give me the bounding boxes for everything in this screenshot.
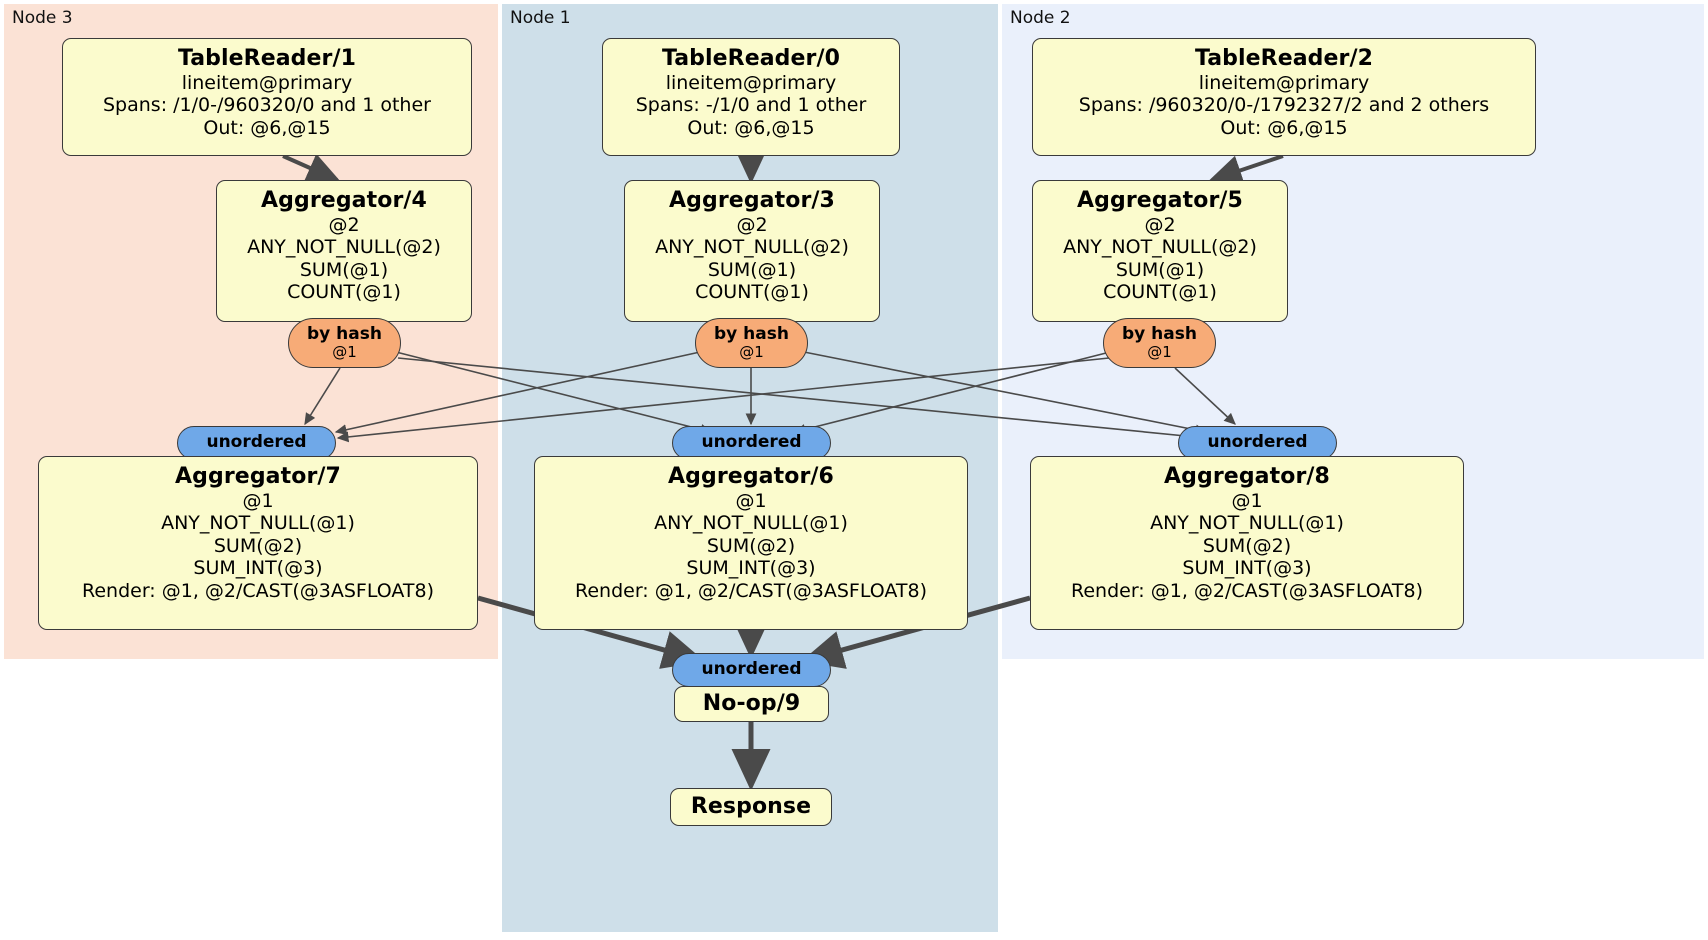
processor-detail-line: SUM_INT(@3) [1182, 557, 1312, 580]
router-label: by hash [714, 324, 789, 345]
processor-response[interactable]: Response [670, 788, 832, 826]
processor-title: No-op/9 [702, 691, 801, 716]
node-region-label: Node 1 [510, 8, 571, 28]
processor-aggregator-5[interactable]: Aggregator/5 @2 ANY_NOT_NULL(@2) SUM(@1)… [1032, 180, 1288, 322]
processor-title: Aggregator/8 [1164, 464, 1330, 489]
processor-detail-line: SUM(@1) [1115, 258, 1205, 281]
processor-tablereader-2[interactable]: TableReader/2 lineitem@primary Spans: /9… [1032, 38, 1536, 156]
processor-detail-line: lineitem@primary [181, 71, 353, 94]
processor-detail-line: SUM(@1) [299, 258, 389, 281]
processor-detail-line: @1 [1231, 489, 1263, 512]
processor-detail-line: Out: @6,@15 [1220, 116, 1348, 139]
processor-detail-line: Out: @6,@15 [687, 116, 815, 139]
processor-detail-line: lineitem@primary [665, 71, 837, 94]
processor-detail-line: SUM_INT(@3) [686, 557, 816, 580]
output-router-by-hash-right[interactable]: by hash @1 [1103, 318, 1216, 368]
input-synchronizer-unordered-center[interactable]: unordered [672, 426, 831, 460]
processor-detail-line: SUM_INT(@3) [193, 557, 323, 580]
processor-title: Aggregator/7 [175, 464, 341, 489]
synchronizer-label: unordered [206, 432, 307, 453]
processor-title: Response [690, 794, 812, 819]
processor-detail-line: SUM(@2) [213, 534, 303, 557]
processor-detail-line: COUNT(@1) [695, 281, 809, 304]
processor-detail-line: lineitem@primary [1198, 71, 1370, 94]
processor-detail-line: Render: @1, @2/CAST(@3ASFLOAT8) [575, 579, 927, 602]
processor-aggregator-6[interactable]: Aggregator/6 @1 ANY_NOT_NULL(@1) SUM(@2)… [534, 456, 968, 630]
processor-title: Aggregator/5 [1077, 188, 1243, 213]
output-router-by-hash-center[interactable]: by hash @1 [695, 318, 808, 368]
input-synchronizer-unordered-left[interactable]: unordered [177, 426, 336, 460]
processor-detail-line: SUM(@2) [706, 534, 796, 557]
processor-detail-line: @2 [1144, 213, 1176, 236]
processor-title: Aggregator/3 [669, 188, 835, 213]
router-sublabel: @1 [1147, 343, 1172, 362]
processor-detail-line: ANY_NOT_NULL(@2) [247, 236, 441, 259]
router-sublabel: @1 [739, 343, 764, 362]
processor-detail-line: @2 [736, 213, 768, 236]
processor-aggregator-3[interactable]: Aggregator/3 @2 ANY_NOT_NULL(@2) SUM(@1)… [624, 180, 880, 322]
processor-title: TableReader/0 [661, 46, 841, 71]
processor-detail-line: ANY_NOT_NULL(@1) [1150, 512, 1344, 535]
processor-tablereader-1[interactable]: TableReader/1 lineitem@primary Spans: /1… [62, 38, 472, 156]
processor-aggregator-8[interactable]: Aggregator/8 @1 ANY_NOT_NULL(@1) SUM(@2)… [1030, 456, 1464, 630]
processor-detail-line: Spans: -/1/0 and 1 other [635, 94, 867, 117]
processor-detail-line: ANY_NOT_NULL(@1) [654, 512, 848, 535]
processor-detail-line: Out: @6,@15 [203, 116, 331, 139]
processor-detail-line: Render: @1, @2/CAST(@3ASFLOAT8) [1071, 579, 1423, 602]
processor-title: TableReader/1 [177, 46, 357, 71]
processor-aggregator-7[interactable]: Aggregator/7 @1 ANY_NOT_NULL(@1) SUM(@2)… [38, 456, 478, 630]
processor-detail-line: Render: @1, @2/CAST(@3ASFLOAT8) [82, 579, 434, 602]
processor-detail-line: COUNT(@1) [287, 281, 401, 304]
node-region-label: Node 3 [12, 8, 73, 28]
processor-tablereader-0[interactable]: TableReader/0 lineitem@primary Spans: -/… [602, 38, 900, 156]
processor-aggregator-4[interactable]: Aggregator/4 @2 ANY_NOT_NULL(@2) SUM(@1)… [216, 180, 472, 322]
processor-detail-line: COUNT(@1) [1103, 281, 1217, 304]
processor-noop-9[interactable]: No-op/9 [674, 686, 829, 722]
processor-detail-line: ANY_NOT_NULL(@1) [161, 512, 355, 535]
output-router-by-hash-left[interactable]: by hash @1 [288, 318, 401, 368]
processor-detail-line: @1 [242, 489, 274, 512]
synchronizer-label: unordered [701, 432, 802, 453]
node-region-label: Node 2 [1010, 8, 1071, 28]
processor-detail-line: Spans: /960320/0-/1792327/2 and 2 others [1078, 94, 1490, 117]
input-synchronizer-unordered-right[interactable]: unordered [1178, 426, 1337, 460]
synchronizer-label: unordered [1207, 432, 1308, 453]
processor-title: TableReader/2 [1194, 46, 1374, 71]
synchronizer-label: unordered [701, 659, 802, 680]
processor-detail-line: ANY_NOT_NULL(@2) [1063, 236, 1257, 259]
router-label: by hash [307, 324, 382, 345]
processor-detail-line: SUM(@1) [707, 258, 797, 281]
processor-detail-line: @2 [328, 213, 360, 236]
router-sublabel: @1 [332, 343, 357, 362]
router-label: by hash [1122, 324, 1197, 345]
input-synchronizer-unordered-final[interactable]: unordered [672, 653, 831, 687]
processor-detail-line: SUM(@2) [1202, 534, 1292, 557]
processor-detail-line: @1 [735, 489, 767, 512]
processor-detail-line: Spans: /1/0-/960320/0 and 1 other [103, 94, 431, 117]
processor-detail-line: ANY_NOT_NULL(@2) [655, 236, 849, 259]
processor-title: Aggregator/4 [261, 188, 427, 213]
processor-title: Aggregator/6 [668, 464, 834, 489]
